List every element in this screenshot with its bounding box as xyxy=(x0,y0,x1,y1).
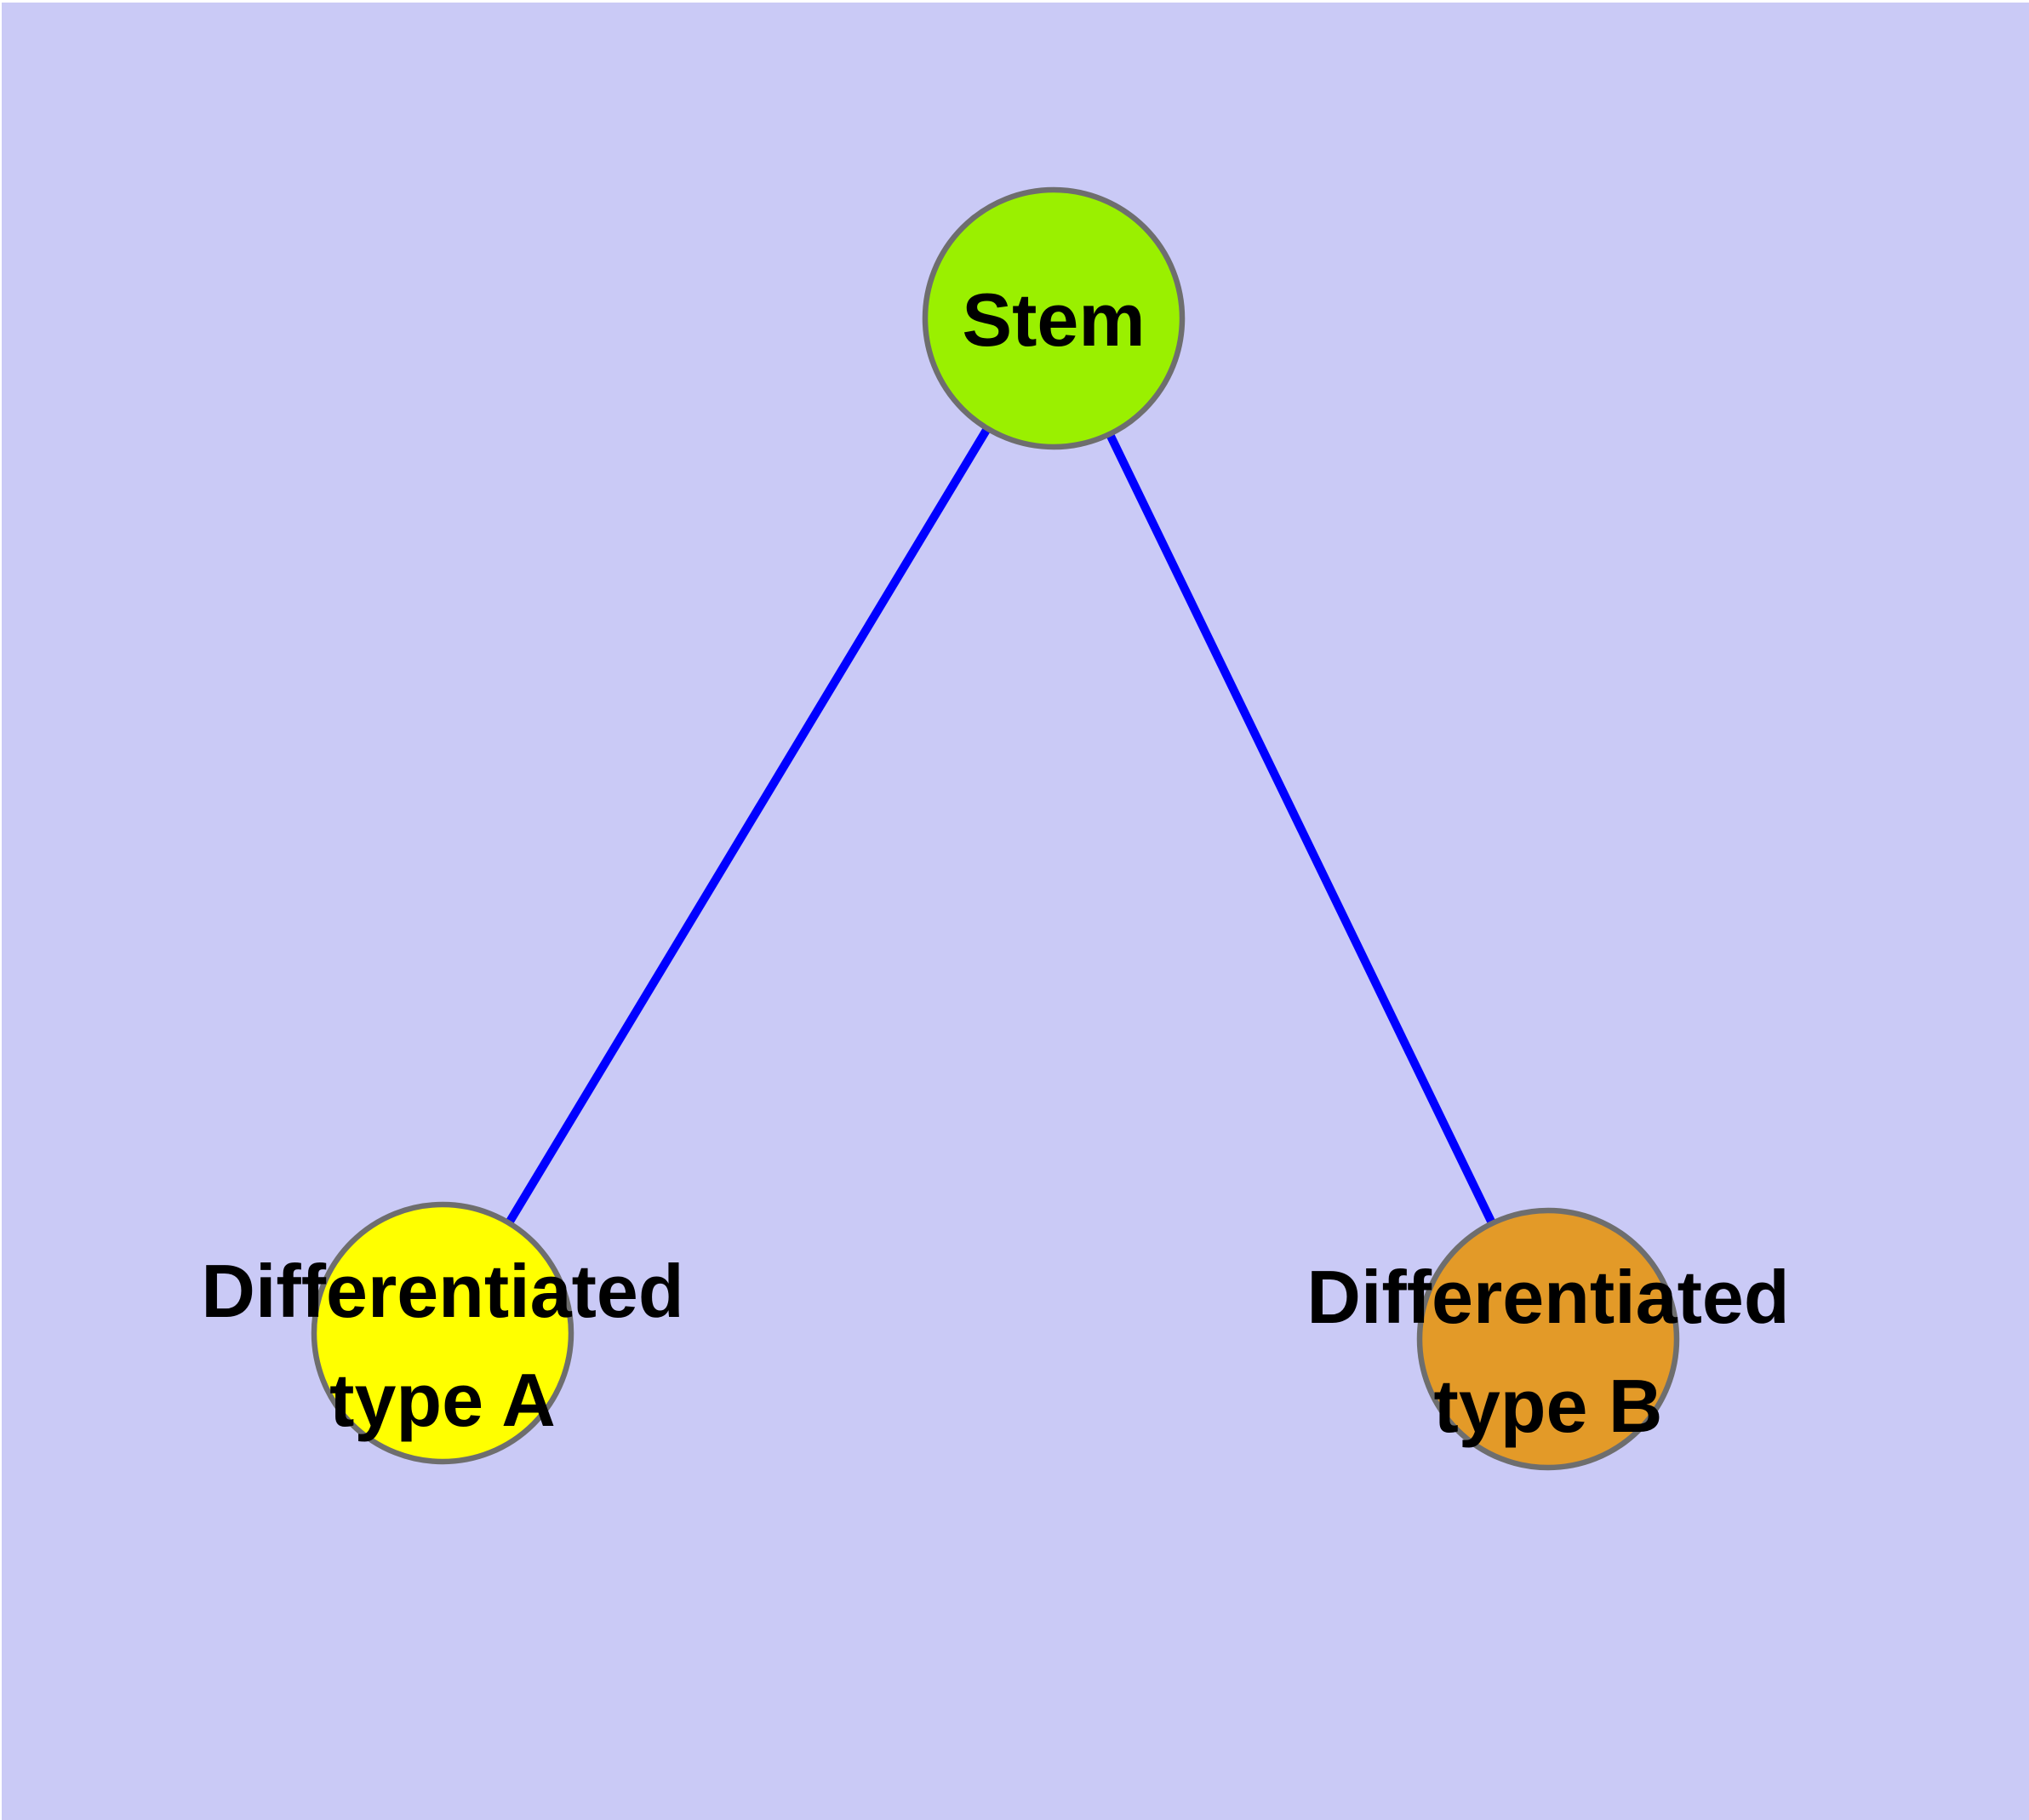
edge-stem-type-a xyxy=(438,316,1058,1336)
node-type-b-label-line: Differentiated xyxy=(1306,1255,1789,1339)
node-type-b xyxy=(1416,1207,1680,1471)
node-type-a-label-line: type A xyxy=(329,1358,556,1442)
node-stem-label: Stem xyxy=(962,278,1145,362)
edge-stem-type-b xyxy=(1049,316,1552,1342)
node-type-a-label: Differentiated type A xyxy=(201,1249,683,1442)
edges-layer xyxy=(438,316,1552,1342)
node-stem-label-line: Stem xyxy=(962,278,1145,362)
node-type-b-label-line: type B xyxy=(1434,1364,1663,1448)
node-type-a xyxy=(311,1201,574,1465)
node-type-b-label: Differentiated type B xyxy=(1306,1255,1789,1448)
node-type-a-label-line: Differentiated xyxy=(201,1249,683,1333)
node-stem xyxy=(922,186,1186,450)
